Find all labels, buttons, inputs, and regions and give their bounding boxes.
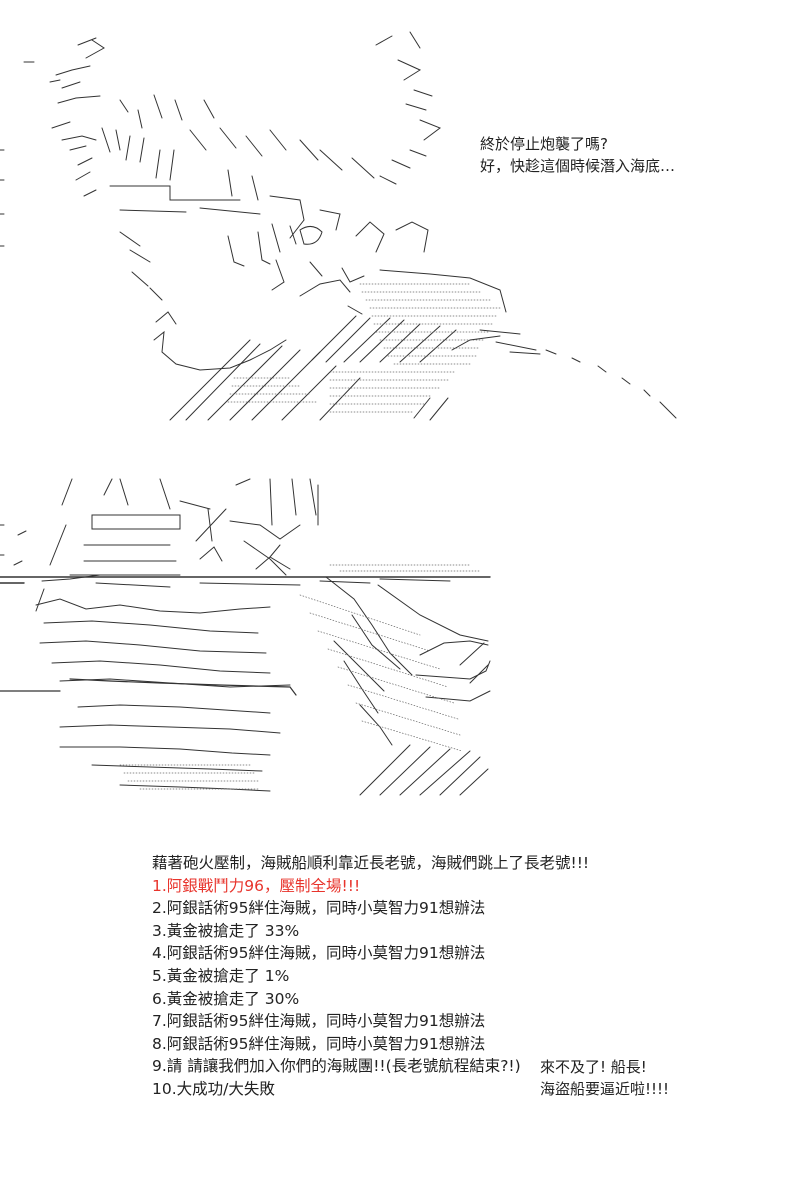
choice-option-9: 9.請 請讓我們加入你們的海賊團!!(長老號航程結束?!) (152, 1057, 521, 1076)
dialogue-line: 來不及了! 船長! (540, 1058, 647, 1076)
choice-option-1: 1.阿銀戰鬥力96，壓制全場!!! (152, 876, 361, 895)
dialogue-line: 終於停止炮襲了嗎? (480, 135, 608, 153)
choice-option-3: 3.黃金被搶走了 33% (152, 921, 300, 940)
dialogue-line: 好，快趁這個時候潛入海底… (480, 157, 676, 175)
pirate-ship-line-art (0, 478, 491, 796)
choice-option-7: 7.阿銀話術95絆住海賊，同時小莫智力91想辦法 (152, 1012, 486, 1031)
character-line-art (0, 31, 677, 421)
narration-block: 藉著砲火壓制，海賊船順利靠近長老號，海賊們跳上了長老號!!! 1.阿銀戰鬥力96… (152, 852, 589, 1101)
choice-option-10: 10.大成功/大失敗 (152, 1079, 275, 1098)
panel-character-submerging: 終於停止炮襲了嗎? 好，快趁這個時候潛入海底… (0, 0, 800, 440)
choice-option-8: 8.阿銀話術95絆住海賊，同時小莫智力91想辦法 (152, 1034, 486, 1053)
narration-intro: 藉著砲火壓制，海賊船順利靠近長老號，海賊們跳上了長老號!!! (152, 854, 590, 872)
dialogue-bubble-2: 來不及了! 船長! 海盜船要逼近啦!!!! (540, 1056, 669, 1100)
choice-option-6: 6.黃金被搶走了 30% (152, 989, 300, 1008)
choice-option-2: 2.阿銀話術95絆住海賊，同時小莫智力91想辦法 (152, 899, 486, 918)
choice-option-4: 4.阿銀話術95絆住海賊，同時小莫智力91想辦法 (152, 944, 486, 963)
dialogue-line: 海盜船要逼近啦!!!! (540, 1080, 670, 1098)
dialogue-bubble-1: 終於停止炮襲了嗎? 好，快趁這個時候潛入海底… (480, 133, 675, 177)
choice-option-5: 5.黃金被搶走了 1% (152, 966, 290, 985)
panel-pirate-ship: 來不及了! 船長! 海盜船要逼近啦!!!! (0, 465, 800, 1098)
